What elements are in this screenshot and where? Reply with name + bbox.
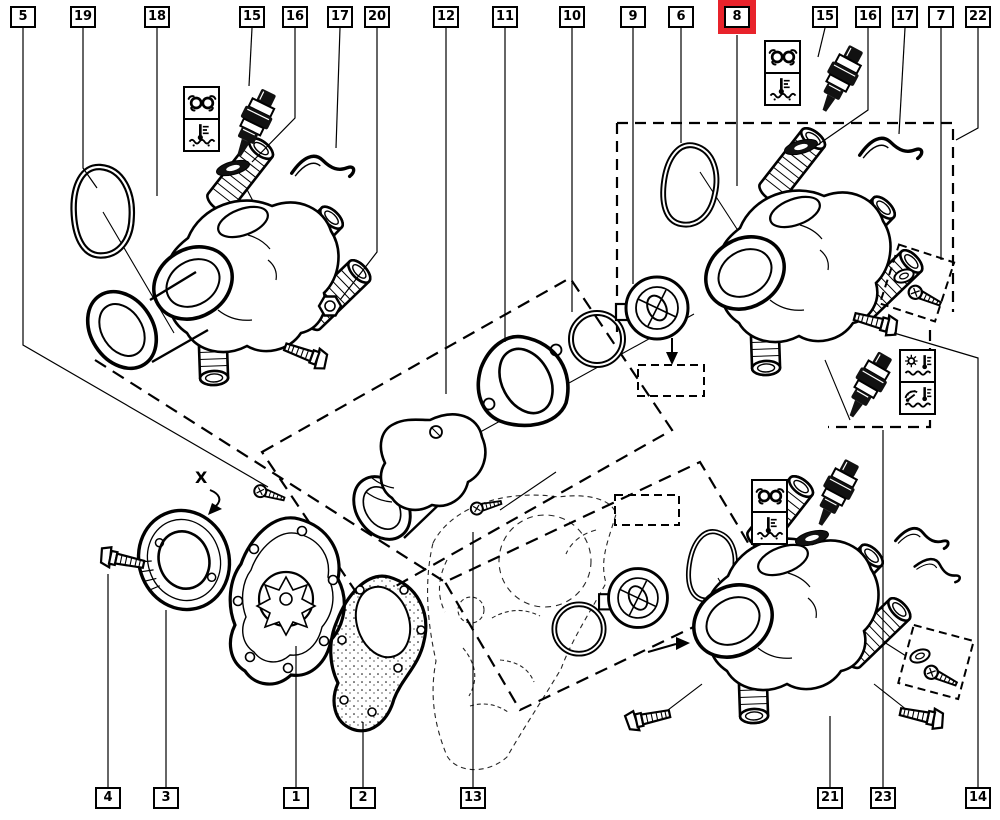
coolant-temp-sensor-legend-upper-left	[183, 86, 220, 152]
small-screw-center	[468, 495, 504, 517]
callout-17[interactable]: 17	[892, 6, 918, 28]
callout-13[interactable]: 13	[460, 787, 486, 809]
callout-10[interactable]: 10	[559, 6, 585, 28]
leader-line-22	[955, 28, 979, 141]
callout-15[interactable]: 15	[239, 6, 265, 28]
small-screw-left	[251, 482, 287, 506]
engine-block-outline	[427, 494, 617, 771]
view-x-arrow	[208, 489, 222, 515]
thermostat-housing-lower-right	[680, 472, 914, 723]
housing-gasket-seal-left	[69, 164, 136, 258]
coil-icon	[766, 42, 799, 74]
fastener-kit-box-lower-right	[897, 623, 975, 701]
callout-22[interactable]: 22	[965, 6, 991, 28]
retaining-clip-lower-right-1	[893, 521, 951, 562]
callout-7[interactable]: 7	[928, 6, 954, 28]
thermostat-housing-upper-right	[692, 124, 926, 375]
leader-line-17	[898, 27, 906, 135]
leader-line-14	[893, 332, 979, 787]
leader-line-15	[248, 27, 253, 87]
callout-11[interactable]: 11	[492, 6, 518, 28]
leader-line-5	[22, 28, 269, 488]
fastener-kit-box-upper-right	[878, 243, 956, 323]
placeholder-box-lower	[614, 494, 690, 653]
thermometer-coolant-icon	[185, 120, 218, 150]
placeholder-box-upper	[637, 338, 705, 397]
retaining-clip-upper-right	[857, 132, 925, 174]
thermostat-upper	[614, 275, 690, 341]
coolant-temp-sensor-lower-right	[805, 454, 867, 533]
pulley	[136, 508, 232, 612]
callout-14[interactable]: 14	[965, 787, 991, 809]
thermostat-gasket-plate	[476, 334, 570, 428]
o-ring-lower	[554, 604, 603, 653]
callout-3[interactable]: 3	[153, 787, 179, 809]
callout-5[interactable]: 5	[10, 6, 36, 28]
leader-line-20	[339, 28, 378, 301]
callout-17[interactable]: 17	[327, 6, 353, 28]
thermometer-coolant-icon	[753, 513, 786, 543]
water-pump	[228, 516, 346, 686]
thermostat-lower	[597, 567, 669, 629]
callout-15[interactable]: 15	[812, 6, 838, 28]
leader-line-17	[335, 27, 341, 149]
view-x-marker: X	[195, 468, 208, 487]
retaining-clip-upper-left	[289, 150, 357, 192]
retaining-clip-lower-right-2	[912, 551, 963, 593]
callout-1[interactable]: 1	[283, 787, 309, 809]
callout-2[interactable]: 2	[350, 787, 376, 809]
hex-bolt-lower-left	[623, 702, 673, 734]
hex-bolt-lower-right	[897, 700, 947, 732]
climate-temp-sensor-legend-right	[899, 349, 936, 415]
callout-12[interactable]: 12	[433, 6, 459, 28]
callout-16[interactable]: 16	[282, 6, 308, 28]
callout-20[interactable]: 20	[364, 6, 390, 28]
leader-line-19	[82, 28, 98, 189]
gauge-thermometer-icon	[901, 383, 934, 413]
assembly-boundary-lower	[94, 359, 777, 712]
coolant-temp-sensor-legend-upper-right	[764, 40, 801, 106]
leader-line-16	[815, 28, 869, 147]
coil-icon	[753, 481, 786, 513]
coolant-temp-sensor-legend-lower-right	[751, 479, 788, 545]
housing-gasket-seal-upper-right	[661, 143, 719, 226]
sun-thermometer-icon	[901, 351, 934, 383]
callout-9[interactable]: 9	[620, 6, 646, 28]
water-outlet-housing-center	[340, 413, 487, 552]
water-pump-gasket	[329, 574, 428, 733]
callout-8-selected[interactable]: 8	[724, 6, 750, 28]
callout-23[interactable]: 23	[870, 787, 896, 809]
coil-icon	[185, 88, 218, 120]
callout-6[interactable]: 6	[668, 6, 694, 28]
callout-4[interactable]: 4	[95, 787, 121, 809]
hex-nut	[317, 295, 343, 317]
thermometer-coolant-icon	[766, 74, 799, 104]
callout-21[interactable]: 21	[817, 787, 843, 809]
callout-19[interactable]: 19	[70, 6, 96, 28]
callout-16[interactable]: 16	[855, 6, 881, 28]
callout-18[interactable]: 18	[144, 6, 170, 28]
water-pump-housing-upper-left	[71, 134, 374, 385]
assembly-boundary-upper-right	[615, 121, 955, 429]
leader-line-16	[251, 28, 296, 163]
leader-line-15	[817, 27, 826, 58]
